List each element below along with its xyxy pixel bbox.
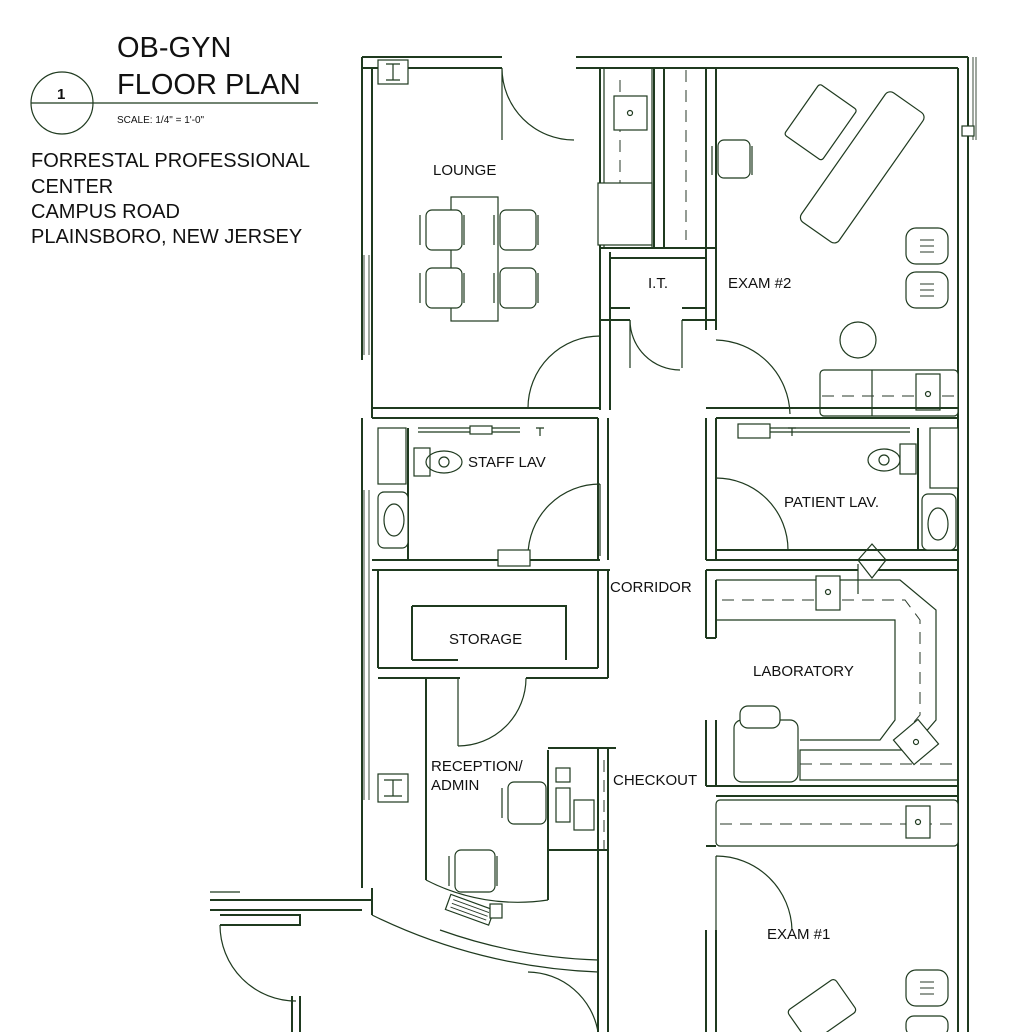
room-label-exam2: EXAM #2	[728, 275, 791, 292]
exterior-walls	[210, 56, 977, 1032]
room-label-it: I.T.	[648, 275, 668, 292]
title-block: 1 OB-GYN FLOOR PLAN SCALE: 1/4" = 1'-0"	[30, 32, 318, 135]
laboratory-room: LABORATORY	[705, 543, 958, 797]
exam1-chair-a	[905, 969, 949, 1007]
it-and-exam2: I.T. EXAM #2	[527, 68, 959, 419]
lounge-chair-4	[493, 267, 539, 309]
project-address: FORRESTAL PROFESSIONAL CENTER CAMPUS ROA…	[31, 150, 310, 248]
address-line-1: FORRESTAL PROFESSIONAL	[31, 150, 310, 172]
room-label-lounge: LOUNGE	[433, 162, 496, 179]
staff-lav-room: STAFF LAV	[372, 418, 610, 571]
room-label-storage: STORAGE	[449, 631, 522, 648]
exam2-chair-a	[905, 227, 949, 265]
room-label-exam1: EXAM #1	[767, 926, 830, 943]
room-label-laboratory: LABORATORY	[753, 663, 854, 680]
storage-room: STORAGE	[377, 570, 609, 747]
lounge-chair-2	[493, 209, 539, 251]
room-label-checkout: CHECKOUT	[613, 772, 697, 789]
reception-admin-area: RECEPTION/ ADMIN CHECKOUT	[371, 678, 697, 1032]
lounge-chair-1	[419, 209, 465, 251]
patient-lav-room: PATIENT LAV.	[705, 418, 959, 561]
plan-title-line-2: FLOOR PLAN	[117, 69, 301, 101]
scale-note: SCALE: 1/4" = 1'-0"	[117, 115, 205, 126]
room-label-reception-1: RECEPTION/	[431, 758, 524, 775]
room-label-staff-lav: STAFF LAV	[468, 454, 546, 471]
lounge-chair-3	[419, 267, 465, 309]
exam2-chair-b	[905, 271, 949, 309]
address-line-4: PLAINSBORO, NEW JERSEY	[31, 226, 302, 248]
detail-number: 1	[57, 86, 65, 103]
room-label-corridor: CORRIDOR	[610, 579, 692, 596]
exam1-room: EXAM #1	[705, 799, 959, 1032]
lounge-room: LOUNGE	[372, 67, 600, 419]
plan-title-line-1: OB-GYN	[117, 32, 231, 64]
room-label-reception-2: ADMIN	[431, 777, 479, 794]
room-label-patient-lav: PATIENT LAV.	[784, 494, 879, 511]
address-line-2: CENTER	[31, 176, 113, 198]
address-line-3: CAMPUS ROAD	[31, 201, 180, 223]
